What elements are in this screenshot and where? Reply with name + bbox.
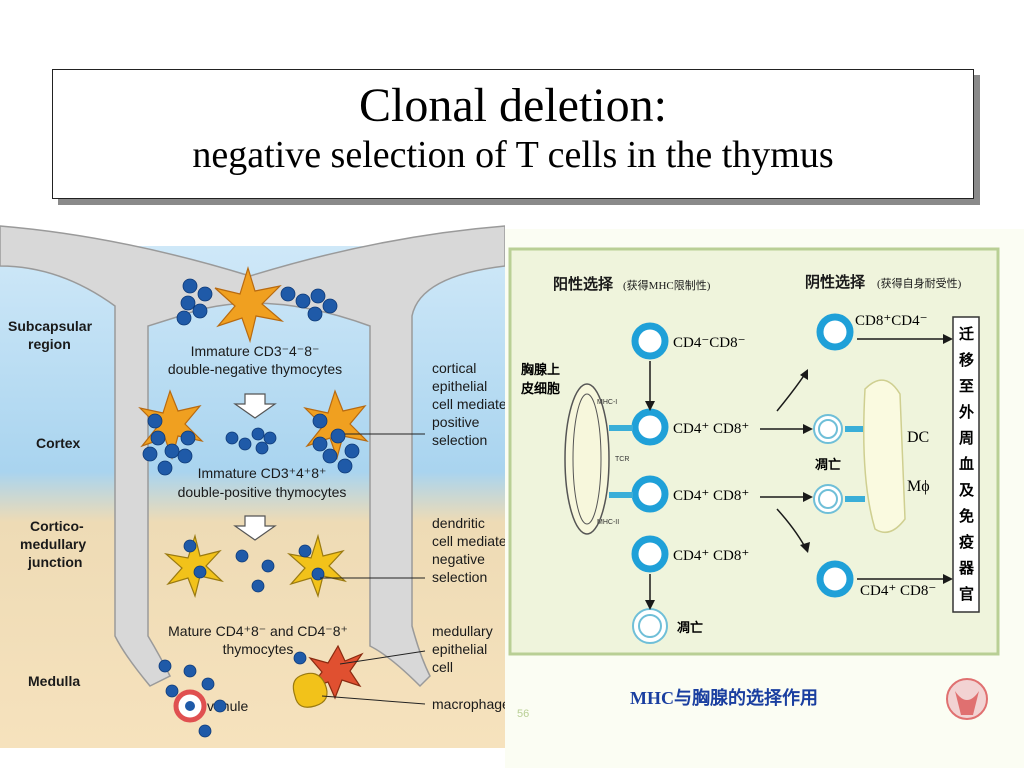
apoptosis-label-1: 凋亡 bbox=[815, 457, 841, 472]
cell-apoptotic-1-inner bbox=[818, 419, 838, 439]
dendritic-label-1: dendritic bbox=[432, 515, 485, 531]
cortical-cell-top-icon bbox=[214, 265, 285, 344]
positive-selection-title: 阳性选择 bbox=[553, 275, 614, 293]
label-dp3: CD4⁺ CD8⁺ bbox=[673, 548, 749, 564]
cortical-label-3: cell mediates bbox=[432, 396, 505, 412]
label-dp2: CD4⁺ CD8⁺ bbox=[673, 488, 749, 504]
label-sp-cd8: CD8⁺CD4⁻ bbox=[855, 313, 928, 329]
footer-caption: MHC与胸腺的选择作用 bbox=[630, 687, 818, 708]
title-main: Clonal deletion: bbox=[359, 79, 667, 132]
cortical-label-4: positive bbox=[432, 414, 480, 430]
title-subtitle: negative selection of T cells in the thy… bbox=[192, 134, 834, 176]
region-label-subcapsular: Subcapsular bbox=[8, 318, 93, 334]
stage3-line2: thymocytes bbox=[223, 641, 294, 657]
stage1-line1: Immature CD3⁻4⁻8⁻ bbox=[191, 343, 320, 359]
negative-selection-sub: (获得自身耐受性) bbox=[877, 276, 962, 290]
thymus-diagram-svg: Subcapsular region Cortex Cortico- medul… bbox=[0, 206, 514, 748]
logo-icon bbox=[946, 678, 988, 720]
stage1-line2: double-negative thymocytes bbox=[168, 361, 342, 377]
label-dp1: CD4⁺ CD8⁺ bbox=[673, 421, 749, 437]
macrophage-label: macrophage bbox=[432, 696, 505, 712]
dendritic-cells bbox=[163, 533, 348, 598]
cell-sp-cd4 bbox=[816, 560, 854, 598]
title-box: Clonal deletion: negative selection of T… bbox=[52, 69, 974, 199]
migration-text: 迁 移 至 外 周 血 及 免 疫 器 官 bbox=[958, 325, 978, 603]
label-dn: CD4⁻CD8⁻ bbox=[673, 335, 746, 351]
septum-walls bbox=[0, 225, 506, 688]
mphi-label: Mϕ bbox=[907, 478, 930, 495]
negative-selection-title: 阴性选择 bbox=[805, 273, 866, 291]
medullary-epithelial-cell-icon bbox=[308, 644, 364, 700]
callout-lines bbox=[320, 433, 426, 705]
mhc2-label: MHC-II bbox=[597, 519, 619, 526]
cortical-label-1: cortical bbox=[432, 360, 476, 376]
region-label-subcapsular-2: region bbox=[28, 336, 71, 352]
apoptotic-cells bbox=[632, 414, 843, 644]
region-label-medullary: medullary bbox=[20, 536, 86, 552]
stage3-line1: Mature CD4⁺8⁻ and CD4⁻8⁺ bbox=[168, 623, 348, 639]
cell-dn bbox=[631, 322, 669, 360]
cell-dp1 bbox=[631, 408, 669, 446]
cell-dp3 bbox=[631, 535, 669, 573]
epithelial-label-2: 皮细胞 bbox=[520, 381, 560, 396]
arrow-down-2-icon bbox=[233, 515, 277, 541]
thymocytes bbox=[142, 278, 360, 738]
page-number: 56 bbox=[517, 708, 529, 720]
medullary-label-1: medullary bbox=[432, 623, 493, 639]
dc-label: DC bbox=[907, 429, 929, 446]
dendritic-label-4: selection bbox=[432, 569, 487, 585]
venule-label: venule bbox=[207, 698, 248, 714]
medullary-label-3: cell bbox=[432, 659, 453, 675]
thymocyte-rings bbox=[631, 313, 854, 598]
tcr-label: TCR bbox=[615, 456, 629, 463]
cell-dp2 bbox=[631, 475, 669, 513]
mhc-selection-diagram: 阳性选择 (获得MHC限制性) 阴性选择 (获得自身耐受性) 胸腺上 皮细胞 M… bbox=[505, 229, 1024, 768]
dendritic-label-3: negative bbox=[432, 551, 485, 567]
venule-cell bbox=[185, 701, 195, 711]
cell-apoptotic-2-inner bbox=[818, 489, 838, 509]
dendritic-label-2: cell mediates bbox=[432, 533, 505, 549]
dendritic-cell-right-icon bbox=[286, 533, 348, 598]
medullary-label-2: epithelial bbox=[432, 641, 487, 657]
receptor-bars bbox=[609, 425, 865, 502]
cortical-label-5: selection bbox=[432, 432, 487, 448]
apoptosis-label-2: 凋亡 bbox=[677, 620, 703, 635]
mhc1-label: MHC-I bbox=[597, 399, 617, 406]
dendritic-cell-left-icon bbox=[163, 533, 225, 598]
positive-selection-sub: (获得MHC限制性) bbox=[623, 278, 711, 292]
arrowheads bbox=[645, 334, 953, 610]
cell-apoptotic-bottom-inner bbox=[638, 614, 662, 638]
cortical-label-2: epithelial bbox=[432, 378, 487, 394]
arrow-down-1-icon bbox=[233, 393, 277, 419]
region-label-medulla: Medulla bbox=[28, 673, 80, 689]
thymus-diagram: Subcapsular region Cortex Cortico- medul… bbox=[0, 206, 514, 748]
migration-box bbox=[952, 316, 980, 613]
cell-sp-cd8 bbox=[816, 313, 854, 351]
dc-macrophage-cell-icon bbox=[863, 379, 906, 534]
label-sp-cd4: CD4⁺ CD8⁻ bbox=[860, 583, 936, 599]
region-label-cortex: Cortex bbox=[36, 435, 81, 451]
stage2-line2: double-positive thymocytes bbox=[178, 484, 347, 500]
region-label-junction: junction bbox=[27, 554, 82, 570]
epithelial-cell-outer bbox=[564, 383, 610, 535]
epithelial-label-1: 胸腺上 bbox=[521, 362, 560, 377]
macrophage-icon bbox=[292, 672, 328, 708]
mhc-selection-svg: 阳性选择 (获得MHC限制性) 阴性选择 (获得自身耐受性) 胸腺上 皮细胞 M… bbox=[505, 229, 1024, 768]
region-label-cortico: Cortico- bbox=[30, 518, 84, 534]
stage2-line1: Immature CD3⁺4⁺8⁺ bbox=[198, 465, 327, 481]
epithelial-cell-inner bbox=[572, 393, 602, 525]
